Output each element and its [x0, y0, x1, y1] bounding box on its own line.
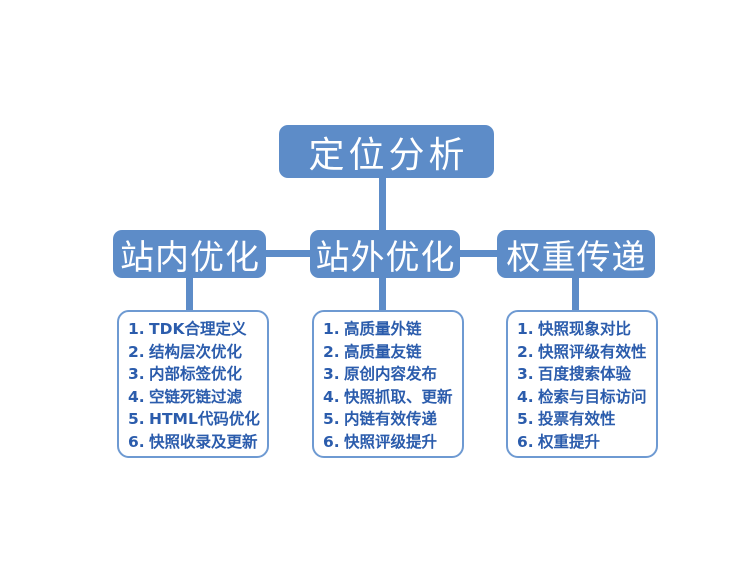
list-item-number: 4.	[128, 387, 145, 406]
connector-root-to-offsite	[379, 176, 386, 232]
list-item: 4. 检索与目标访问	[517, 386, 652, 409]
list-item-text: 内部标签优化	[149, 365, 243, 384]
list-item: 2. 快照评级有效性	[517, 341, 652, 364]
list-item-text: 投票有效性	[538, 410, 616, 429]
list-item-text: 百度搜索体验	[538, 365, 632, 384]
list-item-text: 快照评级提升	[344, 432, 438, 451]
list-item-text: 快照现象对比	[538, 320, 632, 338]
list-item: 3. 原创内容发布	[323, 363, 458, 386]
list-item-number: 1.	[128, 320, 145, 338]
connector-onsite-offsite	[264, 250, 312, 257]
node-root: 定位分析	[279, 125, 494, 178]
node-branch-offsite: 站外优化	[310, 230, 460, 278]
node-branch-weight: 权重传递	[497, 230, 655, 278]
node-branch-onsite-label: 站内优化	[120, 237, 260, 278]
list-item: 6. 权重提升	[517, 431, 652, 454]
list-offsite: 1. 高质量外链 2. 高质量友链 3. 原创内容发布 4. 快照抓取、更新 5…	[312, 310, 464, 458]
list-item-text: 权重提升	[538, 432, 601, 451]
list-item-number: 1.	[517, 320, 534, 338]
list-item-number: 3.	[323, 365, 340, 384]
list-item: 2. 高质量友链	[323, 341, 458, 364]
connector-onsite-to-list	[186, 277, 193, 312]
list-item-text: 快照评级有效性	[538, 342, 647, 361]
list-item-number: 6.	[323, 432, 340, 451]
list-item: 4. 空链死链过滤	[128, 386, 263, 409]
list-item: 1. 快照现象对比	[517, 318, 652, 341]
list-item-number: 4.	[323, 387, 340, 406]
list-item-text: 高质量友链	[344, 342, 422, 361]
list-item-text: 检索与目标访问	[538, 387, 647, 406]
list-item-number: 4.	[517, 387, 534, 406]
list-item-number: 6.	[128, 432, 145, 451]
list-item-text: 结构层次优化	[149, 342, 243, 361]
list-onsite: 1. TDK合理定义 2. 结构层次优化 3. 内部标签优化 4. 空链死链过滤…	[117, 310, 269, 458]
list-item-number: 5.	[323, 410, 340, 429]
list-item: 5. 投票有效性	[517, 408, 652, 431]
list-item: 2. 结构层次优化	[128, 341, 263, 364]
list-item: 1. 高质量外链	[323, 318, 458, 341]
list-item-number: 2.	[517, 342, 534, 361]
list-item-number: 2.	[323, 342, 340, 361]
list-item: 5. 内链有效传递	[323, 408, 458, 431]
list-item-text: 高质量外链	[344, 320, 422, 338]
list-item-number: 6.	[517, 432, 534, 451]
node-branch-weight-label: 权重传递	[506, 237, 647, 278]
list-item: 1. TDK合理定义	[128, 318, 263, 341]
list-item: 5. HTML代码优化	[128, 408, 263, 431]
node-root-label: 定位分析	[308, 134, 469, 176]
list-item-text: 快照收录及更新	[149, 432, 258, 451]
node-branch-onsite: 站内优化	[113, 230, 266, 278]
list-item-number: 2.	[128, 342, 145, 361]
connector-offsite-to-list	[379, 277, 386, 312]
list-item-number: 1.	[323, 320, 340, 338]
connector-offsite-weight	[458, 250, 499, 257]
list-item-number: 5.	[517, 410, 534, 429]
list-item: 6. 快照收录及更新	[128, 431, 263, 454]
list-item-number: 3.	[128, 365, 145, 384]
list-item: 3. 内部标签优化	[128, 363, 263, 386]
list-item-number: 5.	[128, 410, 145, 429]
list-item: 4. 快照抓取、更新	[323, 386, 458, 409]
list-item: 3. 百度搜索体验	[517, 363, 652, 386]
list-item-text: HTML代码优化	[149, 410, 260, 429]
list-item-number: 3.	[517, 365, 534, 384]
list-item-text: TDK合理定义	[149, 320, 247, 338]
node-branch-offsite-label: 站外优化	[315, 237, 456, 278]
list-item-text: 原创内容发布	[344, 365, 438, 384]
connector-weight-to-list	[572, 277, 579, 312]
list-weight: 1. 快照现象对比 2. 快照评级有效性 3. 百度搜索体验 4. 检索与目标访…	[506, 310, 658, 458]
list-item-text: 内链有效传递	[344, 410, 438, 429]
list-item: 6. 快照评级提升	[323, 431, 458, 454]
list-item-text: 快照抓取、更新	[344, 387, 453, 406]
list-item-text: 空链死链过滤	[149, 387, 243, 406]
